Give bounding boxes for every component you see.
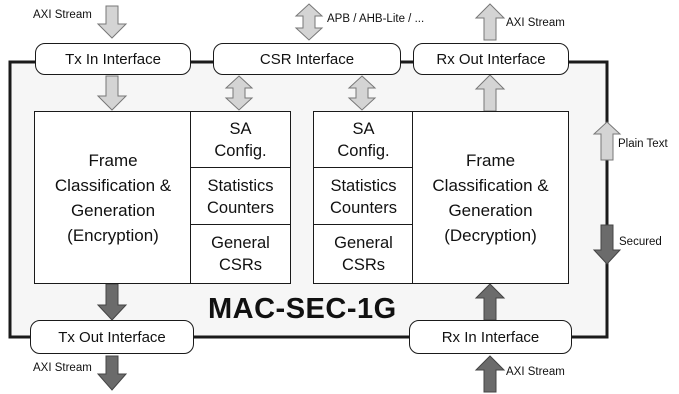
csr-bus-arrow (294, 3, 324, 41)
rx-out-stream-label: AXI Stream (506, 17, 565, 29)
tx-frame-classification-block: Frame Classification & Generation (Encry… (34, 111, 192, 284)
tx-in-stream-arrow (96, 5, 128, 39)
rx-in-interface: Rx In Interface (409, 320, 572, 354)
secured-legend-label: Secured (619, 236, 662, 248)
rx-in-stream-arrow (474, 355, 506, 393)
csr-bus-label: APB / AHB-Lite / ... (327, 13, 425, 25)
csr-interface: CSR Interface (213, 43, 401, 75)
plain-text-legend-label: Plain Text (618, 138, 668, 150)
rx-out-interface: Rx Out Interface (413, 43, 569, 75)
rx-out-stream-arrow (474, 3, 506, 41)
tx-statistics-counters-cell: Statistics Counters (190, 167, 291, 226)
csr-to-left-sa-arrow (224, 75, 254, 111)
frame-to-tx-out-arrow (96, 283, 128, 321)
tx-in-stream-label: AXI Stream (33, 9, 92, 21)
rx-statistics-counters-cell: Statistics Counters (313, 167, 414, 226)
tx-out-stream-label: AXI Stream (33, 362, 92, 374)
rx-general-csrs-cell: General CSRs (313, 224, 414, 284)
tx-out-interface: Tx Out Interface (30, 320, 194, 354)
csr-to-right-sa-arrow (347, 75, 377, 111)
chip-title: MAC-SEC-1G (208, 293, 397, 325)
tx-in-to-frame-arrow (96, 75, 128, 111)
tx-in-interface: Tx In Interface (35, 43, 191, 75)
rx-in-stream-label: AXI Stream (506, 366, 565, 378)
rx-sa-config-cell: SA Config. (313, 111, 414, 169)
tx-out-stream-arrow (96, 355, 128, 391)
tx-general-csrs-cell: General CSRs (190, 224, 291, 284)
rx-frame-classification-block: Frame Classification & Generation (Decry… (412, 111, 569, 284)
plain-text-legend-arrow (592, 121, 622, 161)
secured-legend-arrow (592, 224, 622, 265)
tx-sa-config-cell: SA Config. (190, 111, 291, 169)
